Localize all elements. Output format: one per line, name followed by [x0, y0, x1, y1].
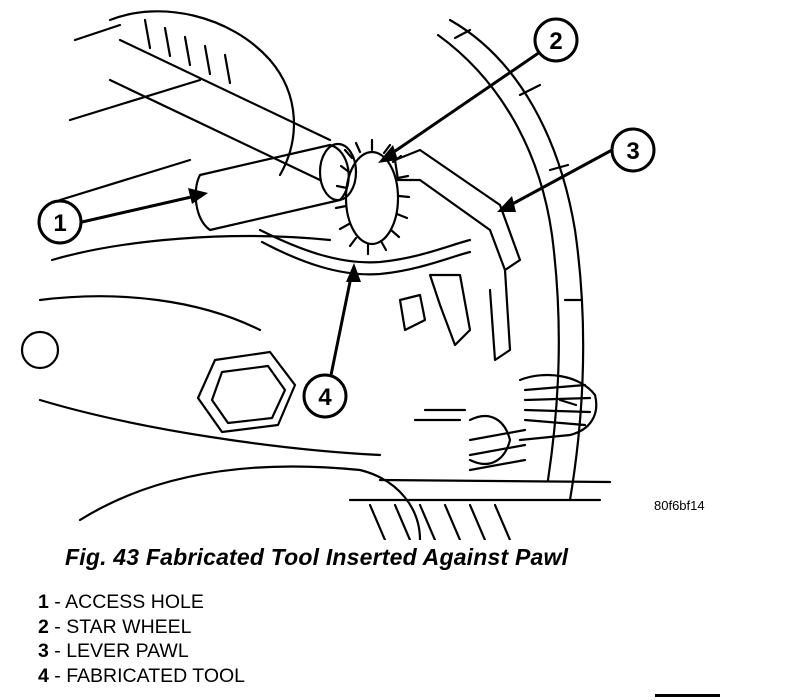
adjuster-end	[318, 142, 358, 202]
fabricated-tool-shape	[258, 228, 472, 264]
bottom-rule	[655, 694, 720, 697]
star-wheel-shape	[334, 138, 411, 256]
legend-separator: -	[48, 664, 67, 687]
legend-label: LEVER PAWL	[66, 640, 189, 662]
legend-row: 2 - STAR WHEEL	[38, 615, 245, 640]
legend-row: 3 - LEVER PAWL	[38, 639, 245, 664]
legend-separator: -	[48, 591, 66, 613]
adjuster-rod-bottom	[108, 78, 322, 182]
leader-arrows	[80, 50, 614, 382]
hex-nut-shape	[196, 350, 297, 434]
legend-separator: -	[48, 615, 67, 638]
legend-number: 4	[38, 664, 49, 687]
figure-caption: Fig. 43 Fabricated Tool Inserted Against…	[65, 544, 569, 570]
legend-separator: -	[48, 640, 67, 662]
lower-drum	[38, 398, 382, 457]
legend-row: 1 - ACCESS HOLE	[38, 590, 245, 615]
svg-text:2: 2	[549, 28, 562, 55]
shaft-bore	[108, 10, 295, 177]
backing-plate-rim	[448, 18, 585, 502]
legend-row: 4 - FABRICATED TOOL	[38, 664, 245, 689]
legend-number: 2	[38, 615, 49, 638]
callout-3: 3	[610, 127, 656, 173]
legend-number: 3	[38, 640, 49, 662]
callout-4: 4	[302, 373, 348, 419]
callout-legend: 1 - ACCESS HOLE 2 - STAR WHEEL 3 - LEVER…	[38, 590, 245, 688]
return-spring	[468, 373, 598, 472]
backing-plate-rim-inner	[436, 33, 560, 482]
adjuster-body	[194, 143, 350, 232]
callout-2: 2	[533, 17, 579, 63]
legend-label: ACCESS HOLE	[65, 591, 204, 613]
brake-diagram-illustration: 1 2 3 4 80f6bf14	[20, 10, 705, 540]
legend-number: 1	[38, 591, 49, 613]
legend-label: STAR WHEEL	[66, 615, 192, 638]
figure-code: 80f6bf14	[654, 498, 705, 513]
adjuster-rod-top	[118, 38, 332, 142]
svg-text:1: 1	[53, 210, 66, 237]
svg-text:4: 4	[318, 384, 332, 411]
callout-1: 1	[37, 199, 83, 245]
svg-text:3: 3	[626, 138, 639, 165]
legend-label: FABRICATED TOOL	[66, 664, 245, 687]
